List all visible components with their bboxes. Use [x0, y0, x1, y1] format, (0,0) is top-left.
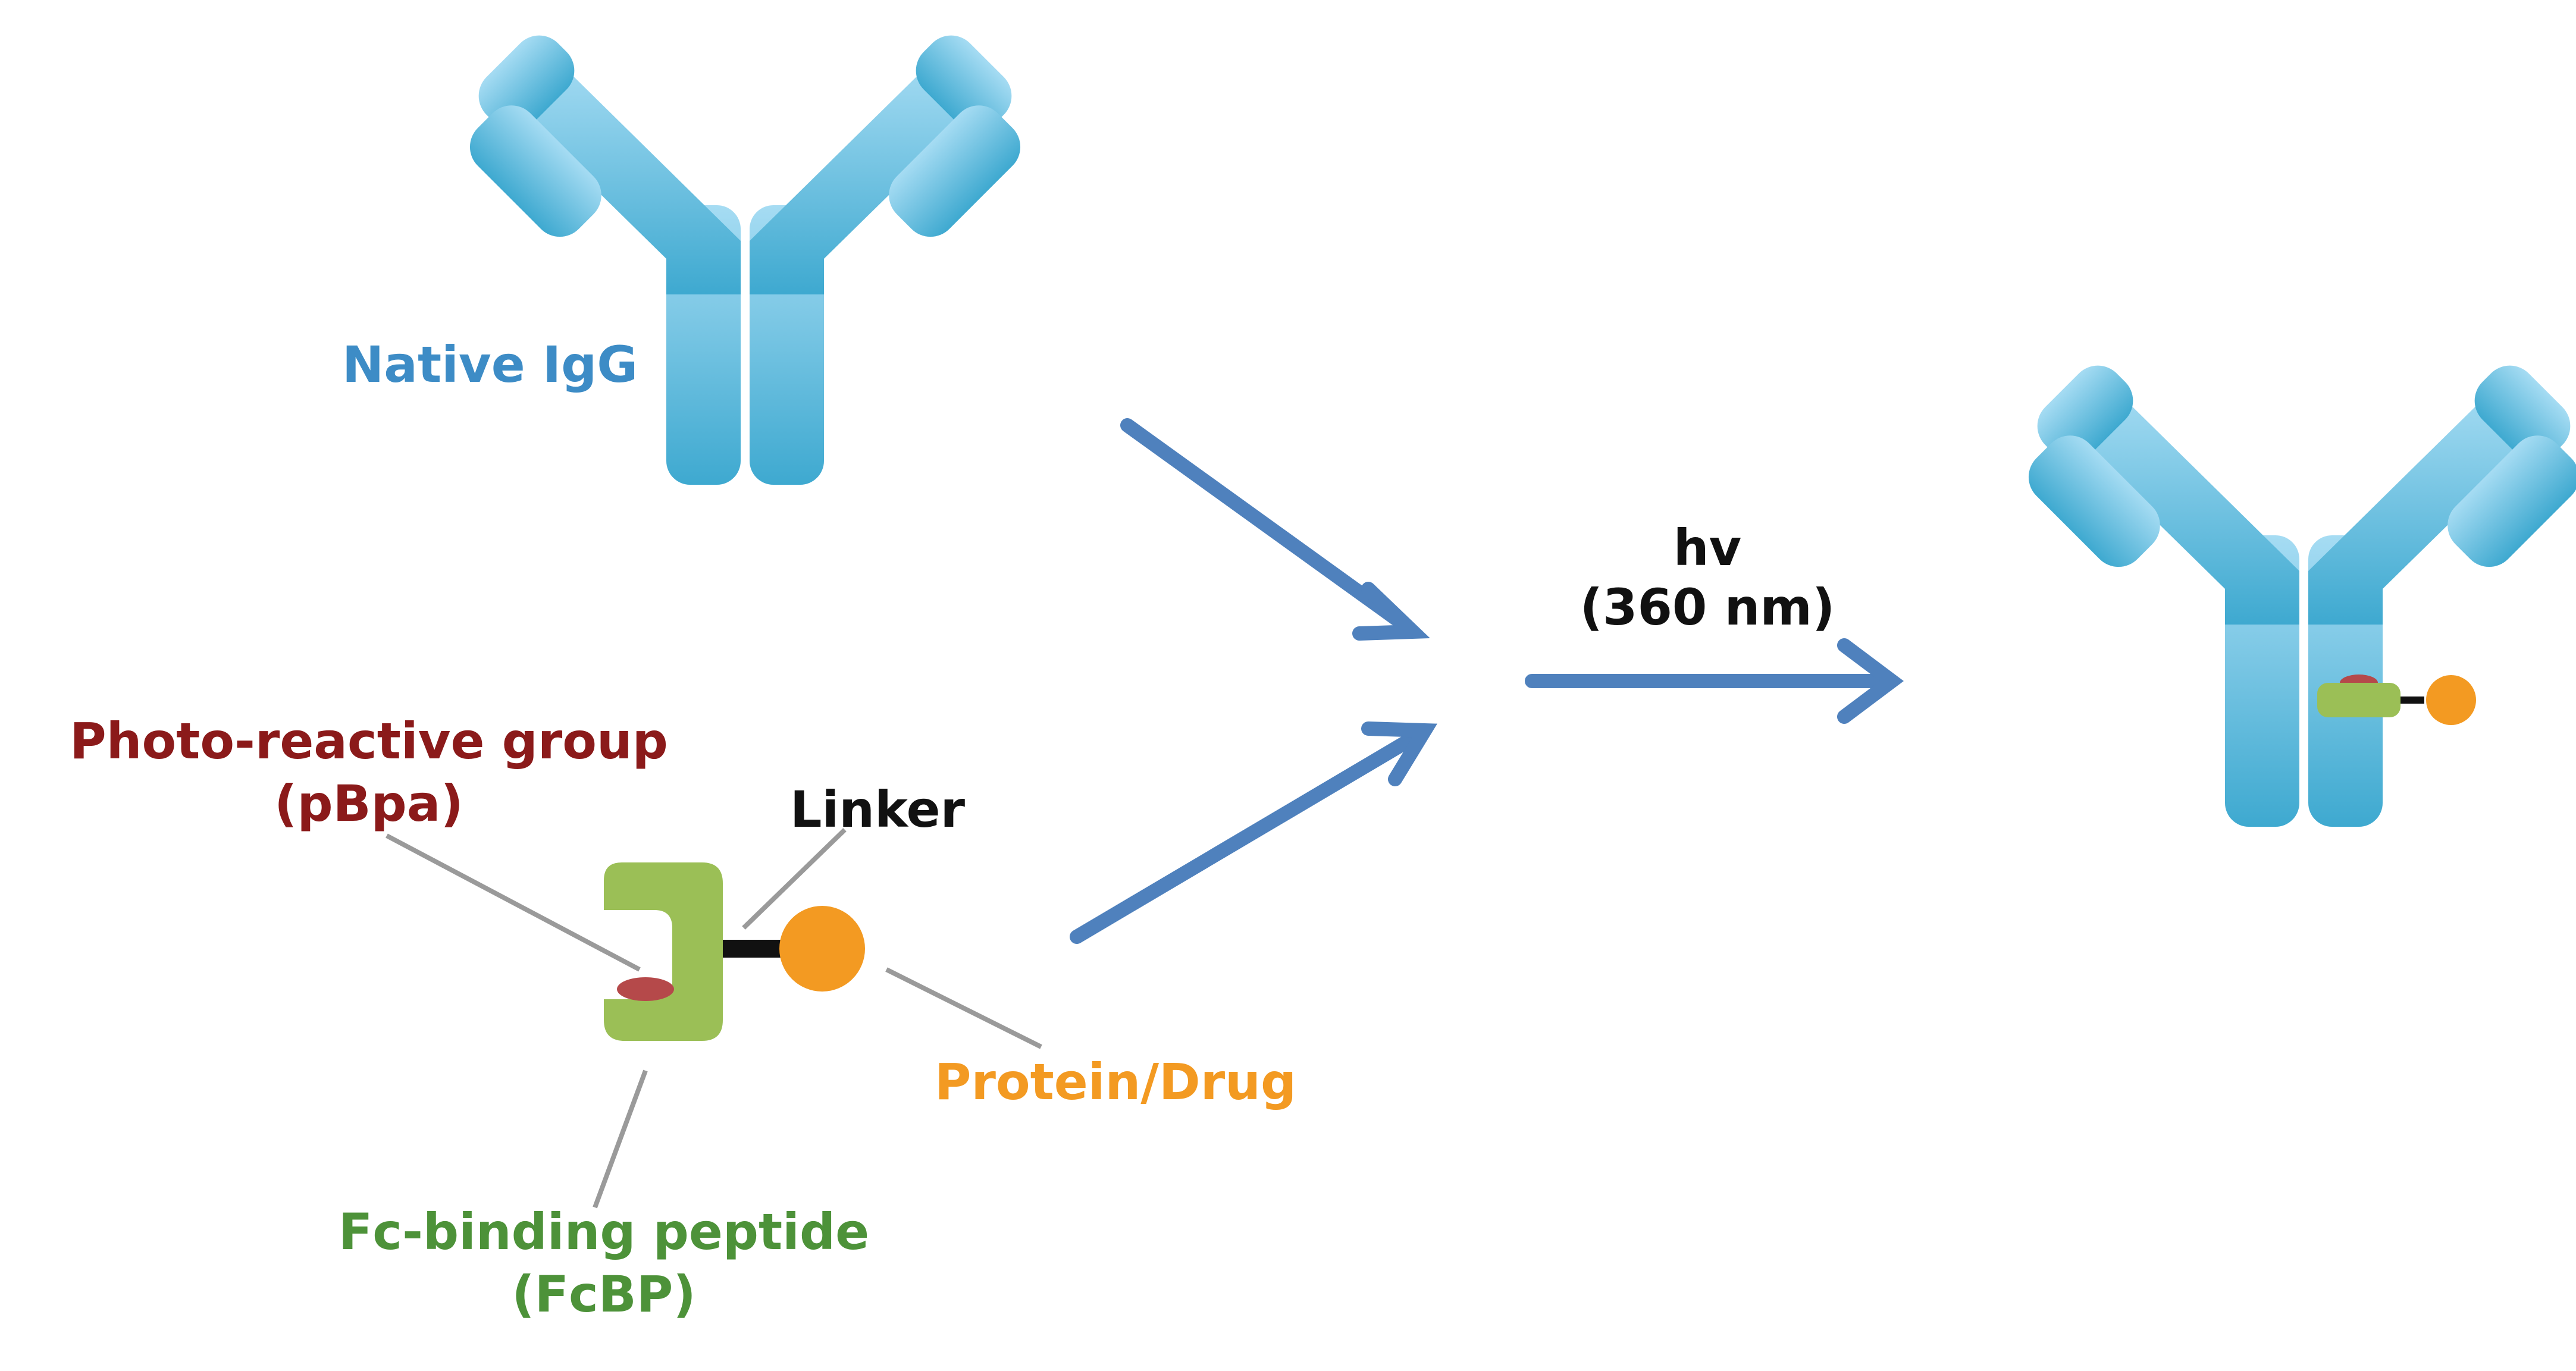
leader-photo-reactive — [386, 833, 641, 972]
pbpa-label: (pBpa) — [274, 774, 463, 833]
arrow-from-igg — [1120, 418, 1411, 632]
arrow-from-fcbp-head — [1361, 721, 1437, 786]
protein-drug-label: Protein/Drug — [935, 1053, 1296, 1111]
leader-linker — [742, 828, 847, 930]
reaction-arrows — [1070, 418, 1904, 944]
native-igg-label: Native IgG — [342, 335, 638, 394]
native-igg-antibody — [469, 35, 1021, 485]
fcbp-label: (FcBP) — [512, 1265, 696, 1323]
fcbp-conjugate — [604, 862, 865, 1041]
conjugated-igg-antibody — [2028, 365, 2576, 827]
attached-fc-binding-peptide — [2317, 683, 2400, 717]
photo-reactive-group-shape — [617, 977, 674, 1001]
hv-label: hv — [1674, 519, 1742, 577]
fc-binding-peptide-shape — [604, 862, 723, 1041]
wavelength-label: (360 nm) — [1580, 578, 1835, 636]
leader-lines — [386, 828, 1042, 1209]
fc-binding-peptide-label: Fc-binding peptide — [339, 1203, 869, 1261]
arrow-photoreaction-head — [1837, 638, 1904, 724]
leader-fcbp — [593, 1069, 648, 1209]
arrow-from-fcbp — [1070, 727, 1426, 944]
arrow-from-igg-head — [1352, 582, 1430, 641]
linker-label: Linker — [790, 780, 966, 839]
protein-drug-shape — [779, 906, 865, 992]
attached-protein-drug — [2426, 675, 2476, 725]
photo-reactive-group-label: Photo-reactive group — [70, 712, 668, 770]
leader-protein-drug — [885, 967, 1042, 1049]
